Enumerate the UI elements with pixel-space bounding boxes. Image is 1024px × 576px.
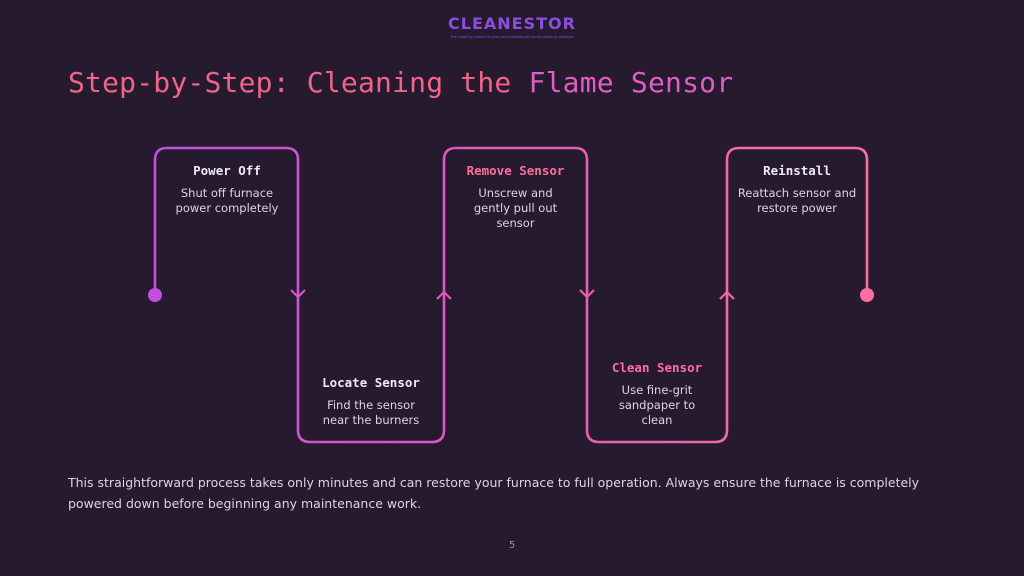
flow-end-dot (860, 288, 874, 302)
title-part-1: Step-by-Step: Cleaning the (68, 66, 529, 99)
step-description: Reattach sensor and restore power (737, 186, 857, 215)
step-reinstall: Reinstall Reattach sensor and restore po… (729, 163, 865, 216)
step-title: Locate Sensor (322, 375, 420, 390)
step-description: Unscrew and gently pull out sensor (473, 186, 558, 230)
step-description: Find the sensor near the burners (322, 398, 420, 427)
step-title: Clean Sensor (611, 360, 703, 375)
flow-start-dot (148, 288, 162, 302)
arrow-down-icon (290, 289, 306, 299)
step-remove-sensor: Remove Sensor Unscrew and gently pull ou… (446, 163, 585, 231)
flow-path (153, 146, 869, 444)
title-part-2: Flame Sensor (528, 66, 734, 99)
step-power-off: Power Off Shut off furnace power complet… (157, 163, 297, 216)
logo-text: CLEANESTOR (448, 14, 576, 33)
step-clean-sensor: Clean Sensor Use fine-grit sandpaper to … (589, 360, 725, 428)
step-title: Power Off (193, 163, 261, 178)
page-number: 5 (508, 540, 516, 551)
step-title: Remove Sensor (466, 163, 565, 178)
brand-logo: CLEANESTOR The cleaning choice for pros … (0, 14, 1024, 39)
step-description: Use fine-grit sandpaper to clean (618, 383, 696, 427)
step-description: Shut off furnace power completely (175, 186, 279, 215)
arrow-up-icon (436, 290, 452, 300)
arrow-down-icon (579, 289, 595, 299)
page-title: Step-by-Step: Cleaning the Flame Sensor (68, 66, 733, 99)
step-title: Reinstall (763, 163, 831, 178)
summary-text: This straightforward process takes only … (68, 475, 920, 511)
step-locate-sensor: Locate Sensor Find the sensor near the b… (300, 375, 442, 428)
logo-tagline: The cleaning choice for pros and profess… (450, 35, 574, 39)
arrow-up-icon (719, 290, 735, 300)
